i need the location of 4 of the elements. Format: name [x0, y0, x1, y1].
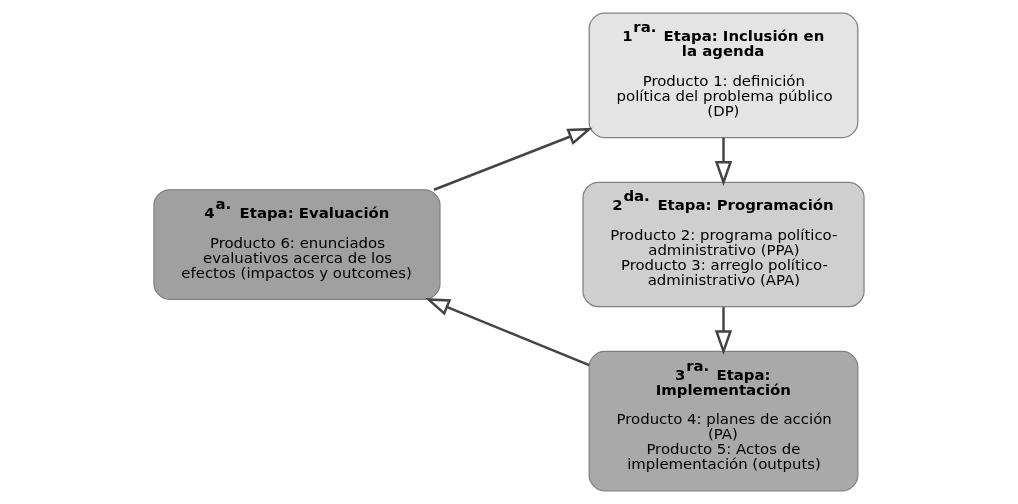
arrow [714, 137, 733, 186]
arrow [424, 298, 590, 367]
arrow [714, 307, 733, 356]
arrow [433, 127, 593, 191]
